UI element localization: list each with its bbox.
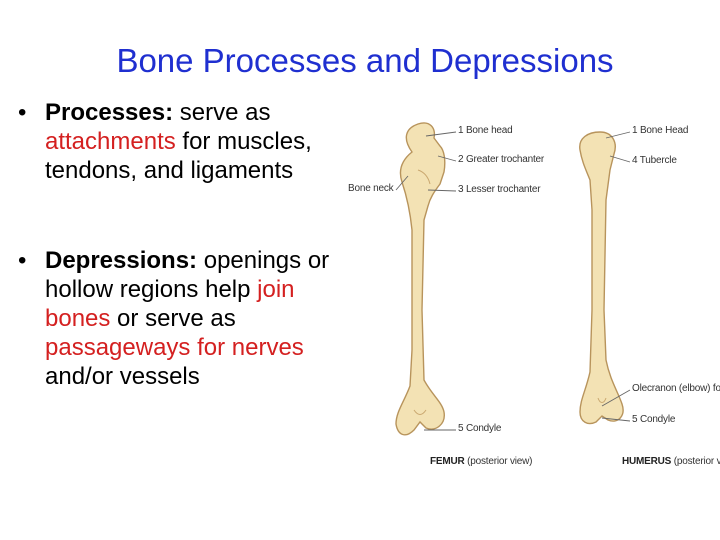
label-bone-neck: Bone neck bbox=[348, 183, 394, 194]
label-tubercle: 4 Tubercle bbox=[632, 155, 677, 166]
label-greater-trochanter: 2 Greater trochanter bbox=[458, 154, 545, 165]
bone-illustration bbox=[395, 122, 631, 436]
bullet-text: or serve as bbox=[110, 305, 236, 332]
highlight-text: join bones bbox=[45, 276, 295, 332]
bullet-marker: • bbox=[18, 99, 27, 126]
slide-title: Bone Processes and Depressions bbox=[116, 42, 614, 79]
highlight-text: attachments bbox=[45, 128, 176, 155]
label-humerus-condyle: 5 Condyle bbox=[632, 414, 676, 425]
bullet-text: and/or vessels bbox=[45, 363, 200, 390]
bone-figure: 1 Bone head 2 Greater trochanter 3 Lesse… bbox=[340, 110, 720, 480]
humerus-illustration bbox=[579, 131, 624, 425]
bullet-text: serve as bbox=[173, 99, 271, 126]
label-humerus-bone-head: 1 Bone Head bbox=[632, 125, 689, 136]
femur-leader-lines bbox=[395, 131, 457, 431]
bullet-list: • Processes: serve as attachments for mu… bbox=[18, 98, 358, 391]
label-femur-bone-head: 1 Bone head bbox=[458, 125, 513, 136]
bullet-depressions: • Depressions: openings or hollow region… bbox=[18, 246, 358, 391]
bullet-text: openings or hollow regions help bbox=[45, 247, 330, 303]
highlight-text: passageways for nerves bbox=[45, 334, 304, 361]
bullet-term: Depressions: bbox=[45, 247, 198, 274]
bullet-text: for muscles, tendons, and ligaments bbox=[45, 128, 312, 184]
label-femur-condyle: 5 Condyle bbox=[458, 423, 502, 434]
bullet-marker: • bbox=[18, 247, 27, 274]
label-lesser-trochanter: 3 Lesser trochanter bbox=[458, 184, 541, 195]
femur-caption: FEMUR (posterior view) bbox=[430, 456, 533, 467]
humerus-caption: HUMERUS (posterior view) bbox=[622, 456, 720, 467]
humerus-leader-lines bbox=[601, 131, 631, 422]
femur-illustration bbox=[395, 122, 446, 436]
bullet-processes: • Processes: serve as attachments for mu… bbox=[18, 98, 358, 185]
bullet-term: Processes: bbox=[45, 99, 174, 126]
label-olecranon-fossa: Olecranon (elbow) fossa bbox=[632, 383, 720, 394]
